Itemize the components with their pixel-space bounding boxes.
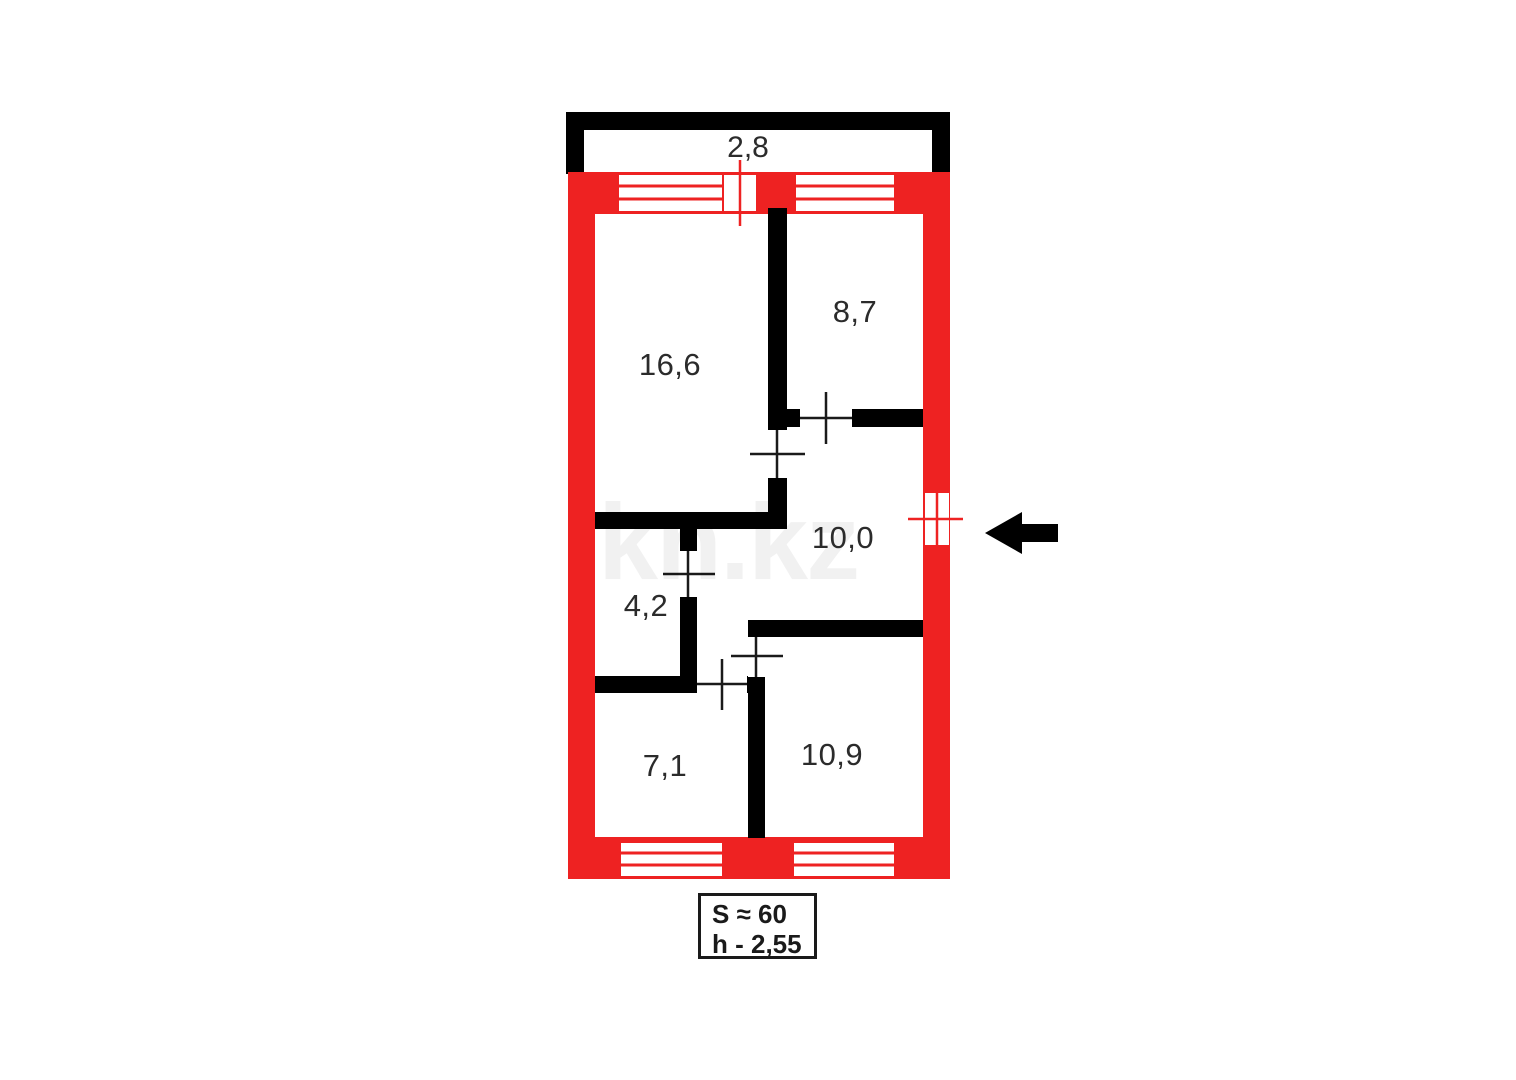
entrance-door-opening xyxy=(908,493,963,545)
balcony-area-label: 2,8 xyxy=(727,131,769,164)
room-label-16-6: 16,6 xyxy=(638,347,702,382)
window-bottom-left xyxy=(619,841,724,878)
balcony-door xyxy=(722,160,758,226)
room-label-10-0: 10,0 xyxy=(811,520,875,555)
room-label-4-2: 4,2 xyxy=(623,588,669,623)
ceiling-height-text: h - 2,55 xyxy=(712,929,802,959)
room-label-10-9: 10,9 xyxy=(800,737,864,772)
door-4-2 xyxy=(663,551,715,597)
room-label-7-1: 7,1 xyxy=(642,748,688,783)
door-16-6 xyxy=(750,430,805,478)
balcony-outline xyxy=(566,112,950,174)
door-10-9 xyxy=(731,637,783,677)
door-7-1 xyxy=(697,659,747,710)
room-label-8-7: 8,7 xyxy=(832,294,878,329)
total-area-text: S ≈ 60 xyxy=(712,899,787,929)
entrance-arrow-icon xyxy=(985,512,1058,554)
info-box: S ≈ 60 h - 2,55 xyxy=(698,893,817,959)
interior-walls xyxy=(595,208,923,838)
window-top-left xyxy=(617,173,724,213)
window-top-right xyxy=(794,173,896,213)
window-bottom-right xyxy=(792,841,896,878)
door-8-7 xyxy=(800,392,852,444)
